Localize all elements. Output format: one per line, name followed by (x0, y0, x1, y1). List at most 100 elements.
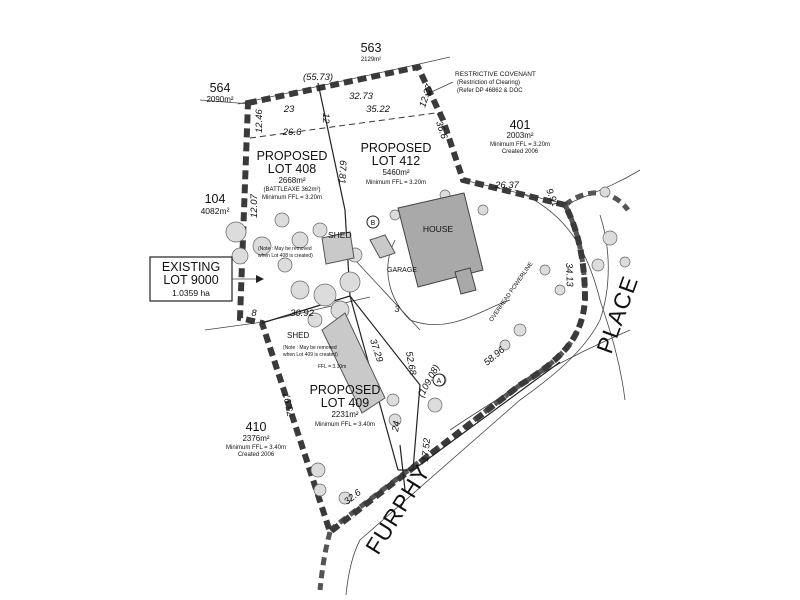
svg-text:PROPOSED: PROPOSED (310, 383, 381, 397)
svg-text:2129m²: 2129m² (361, 57, 381, 63)
house-building (397, 192, 484, 288)
marker-b-label: B (371, 220, 376, 227)
upper-shed-building (321, 231, 355, 265)
dim-label: 26.37 (494, 180, 519, 191)
svg-text:EXISTING: EXISTING (162, 260, 220, 274)
house-label: HOUSE (423, 224, 454, 234)
svg-text:2376m²: 2376m² (242, 434, 269, 443)
existing-lot-callout: EXISTING LOT 9000 1.0359 ha (149, 256, 264, 302)
svg-text:PROPOSED: PROPOSED (361, 141, 432, 155)
svg-text:(BATTLEAXE 362m²): (BATTLEAXE 362m²) (264, 187, 321, 193)
lower-shed-note-2: when Lot 409 is created) (283, 352, 338, 358)
tree-icon (513, 323, 527, 337)
adjoining-lot-564: 564 2090m² (206, 81, 233, 104)
svg-text:5460m²: 5460m² (382, 168, 409, 177)
house-annex (454, 267, 477, 295)
tree-icon (599, 186, 611, 198)
adjoining-lot-410: 410 2376m² Minimum FFL = 3.40m Created 2… (226, 420, 286, 458)
svg-text:4082m²: 4082m² (201, 206, 230, 216)
dim-label: 26.6 (282, 127, 302, 138)
dim-label: 36.6 (433, 120, 449, 142)
upper-shed-label: SHED (328, 230, 352, 240)
powerline-label: OVERHEAD POWERLINE (489, 261, 535, 323)
svg-text:LOT 412: LOT 412 (372, 154, 420, 168)
dim-label: 32.73 (349, 91, 373, 102)
road-name-furphy: FURPHY (360, 460, 435, 559)
svg-text:LOT 9000: LOT 9000 (163, 273, 218, 287)
tree-icon (274, 212, 290, 228)
svg-text:Minimum FFL = 3.20m: Minimum FFL = 3.20m (262, 195, 322, 201)
dim-label: 30.92 (290, 308, 314, 319)
dim-label: 8 (251, 308, 257, 319)
svg-text:RESTRICTIVE COVENANT: RESTRICTIVE COVENANT (455, 71, 536, 78)
dim-label: 67.81 (336, 160, 348, 184)
tree-icon (290, 280, 310, 300)
svg-text:564: 564 (210, 81, 231, 95)
restrictive-covenant-note: RESTRICTIVE COVENANT (Restriction of Cle… (424, 71, 536, 96)
dim-label: 12 (320, 113, 331, 124)
tree-icon (477, 204, 489, 216)
upper-shed-note-1: (Note : May be removed (258, 246, 312, 252)
svg-text:Created 2006: Created 2006 (238, 452, 275, 458)
svg-text:Minimum FFL = 3.40m: Minimum FFL = 3.40m (315, 422, 375, 428)
marker-a-label: A (437, 378, 442, 385)
tree-icon (231, 247, 249, 265)
svg-text:Minimum FFL = 3.20m: Minimum FFL = 3.20m (366, 180, 426, 186)
tree-icon (619, 256, 631, 268)
dim-label: (55.73) (303, 72, 333, 83)
tree-icon (313, 483, 327, 497)
tree-icon (602, 230, 618, 246)
proposed-lot-408: PROPOSED LOT 408 2668m² (BATTLEAXE 362m²… (257, 149, 328, 201)
dim-label: 52.68 (403, 351, 418, 377)
tree-icon (313, 283, 337, 307)
tree-icon (310, 462, 326, 478)
tree-icon (312, 222, 328, 238)
adjoining-lot-563: 563 2129m² (361, 41, 382, 63)
tree-icon (291, 231, 309, 249)
lower-shed-building (321, 312, 386, 414)
tree-icon (307, 312, 323, 328)
svg-text:104: 104 (205, 192, 226, 206)
dim-label: 37.29 (367, 338, 385, 365)
tree-icon (277, 257, 293, 273)
dim-label: 75.97 (281, 391, 296, 417)
svg-text:1.0359 ha: 1.0359 ha (172, 288, 210, 298)
road-name-place: PLACE (591, 272, 643, 356)
marker-b: B (366, 215, 380, 229)
tree-icon (591, 258, 605, 272)
svg-text:LOT 409: LOT 409 (321, 396, 369, 410)
existing-lot-boundary (236, 63, 589, 537)
tree-icon (338, 491, 352, 505)
dim-label: 23 (283, 104, 295, 115)
tree-icon (339, 271, 361, 293)
dim-label: 3 (394, 304, 400, 315)
tree-icon (554, 284, 566, 296)
svg-text:2090m²: 2090m² (206, 95, 233, 104)
dim-label: 12.07 (249, 194, 260, 218)
svg-text:401: 401 (510, 118, 531, 132)
svg-text:Created 2006: Created 2006 (502, 149, 539, 155)
svg-text:410: 410 (246, 420, 267, 434)
tree-icon (499, 339, 511, 351)
dim-label: 17.52 (420, 437, 433, 462)
dim-label: 35.22 (366, 104, 390, 115)
dim-label: 12.46 (254, 109, 265, 133)
tree-icon (427, 397, 443, 413)
lower-shed-label: SHED (287, 331, 309, 340)
tree-icon (539, 264, 551, 276)
tree-icon (225, 221, 247, 243)
marker-a: A (432, 373, 446, 387)
tree-icon (386, 393, 400, 407)
tree-icon (252, 236, 272, 256)
svg-text:Minimum FFL = 3.20m: Minimum FFL = 3.20m (490, 142, 550, 148)
adjoining-lot-104: 104 4082m² (201, 192, 230, 216)
svg-text:PROPOSED: PROPOSED (257, 149, 328, 163)
svg-text:(Restriction of Clearing): (Restriction of Clearing) (457, 80, 520, 86)
structures (321, 192, 484, 414)
proposed-lot-409: PROPOSED LOT 409 2231m² Minimum FFL = 3.… (310, 383, 381, 428)
adjoining-lot-401: 401 2003m² Minimum FFL = 3.20m Created 2… (490, 118, 550, 155)
garage-label: GARAGE (387, 267, 417, 274)
upper-shed-note-2: when Lot 408 is created) (258, 253, 313, 259)
lower-shed-ffl: FFL = 3.10m (318, 364, 346, 370)
